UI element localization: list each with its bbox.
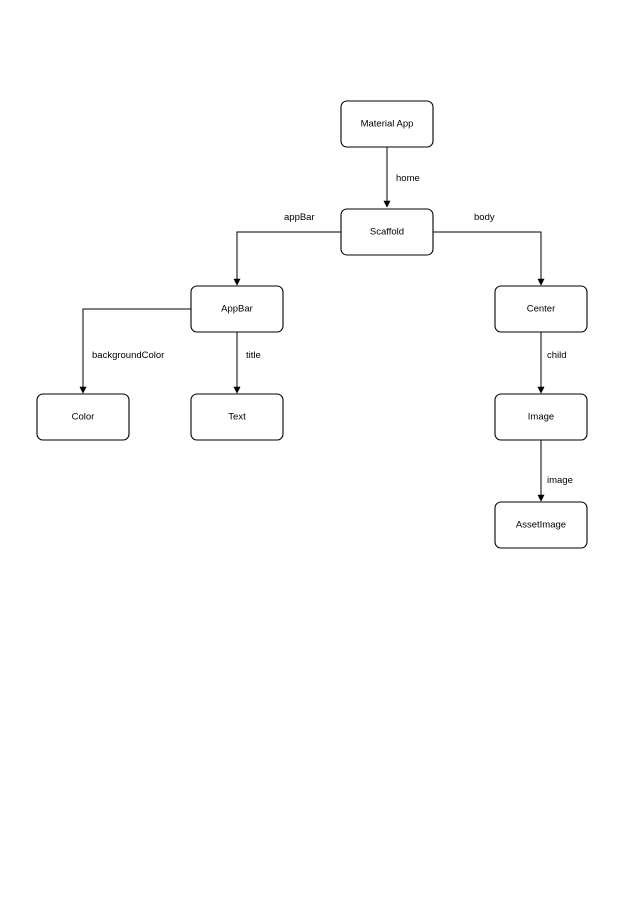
- node-material-app-label: Material App: [361, 119, 414, 130]
- node-text: Text: [190, 393, 284, 441]
- node-appbar: AppBar: [190, 285, 284, 333]
- node-image-box: [494, 393, 588, 441]
- edge-background-color: [79, 308, 191, 394]
- node-text-box: [190, 393, 284, 441]
- edge-label-title: title: [246, 350, 261, 361]
- edge-label-background-color: backgroundColor: [92, 350, 164, 361]
- edge-appbar: [233, 231, 341, 286]
- edge-label-home: home: [396, 173, 420, 184]
- node-image: Image: [494, 393, 588, 441]
- node-asset-image-label: AssetImage: [516, 520, 566, 531]
- node-text-label: Text: [228, 412, 246, 423]
- node-scaffold-box: [340, 208, 434, 256]
- edge-body: [433, 231, 545, 286]
- node-center-label: Center: [527, 304, 556, 315]
- edge-label-child: child: [547, 350, 567, 361]
- edge-label-appbar: appBar: [284, 212, 315, 223]
- node-center-box: [494, 285, 588, 333]
- edge-label-body: body: [474, 212, 495, 223]
- node-asset-image-box: [494, 501, 588, 549]
- node-scaffold: Scaffold: [340, 208, 434, 256]
- node-image-label: Image: [528, 412, 554, 423]
- edges: [79, 147, 545, 502]
- node-color-box: [36, 393, 130, 441]
- node-scaffold-label: Scaffold: [370, 227, 404, 238]
- edge-label-image: image: [547, 475, 573, 486]
- node-color: Color: [36, 393, 130, 441]
- edge-labels: home appBar body backgroundColor title c…: [92, 173, 573, 486]
- node-asset-image: AssetImage: [494, 501, 588, 549]
- node-material-app: Material App: [340, 100, 434, 148]
- node-color-label: Color: [72, 412, 95, 423]
- node-appbar-box: [190, 285, 284, 333]
- node-appbar-label: AppBar: [221, 304, 253, 315]
- node-center: Center: [494, 285, 588, 333]
- node-material-app-box: [340, 100, 434, 148]
